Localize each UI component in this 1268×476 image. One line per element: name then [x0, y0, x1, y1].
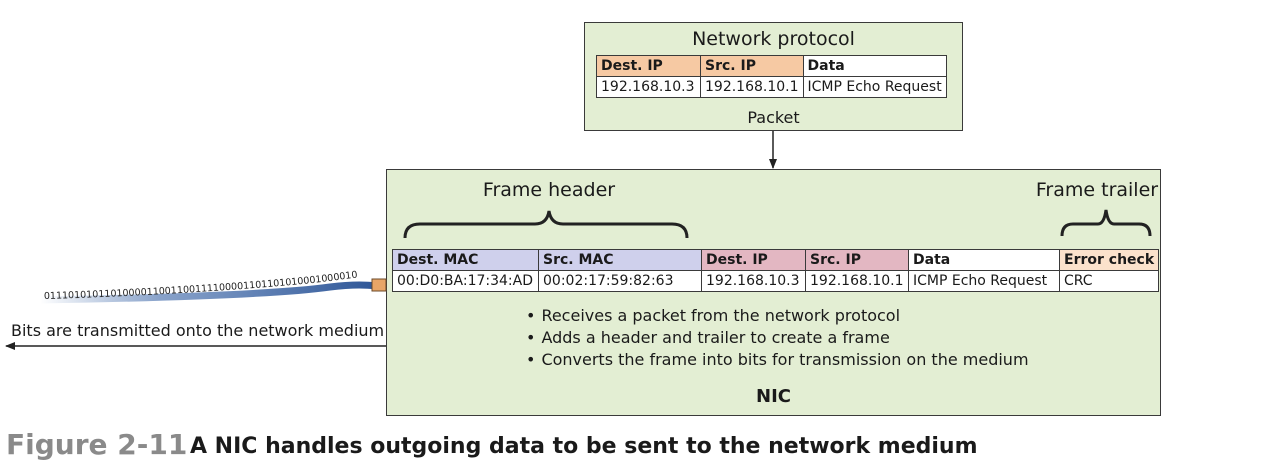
packet-label: Packet: [747, 108, 800, 127]
frame-src-mac: 00:02:17:59:82:63: [538, 270, 702, 292]
figure-caption: A NIC handles outgoing data to be sent t…: [190, 434, 978, 459]
frame-trailer-brace: [1060, 209, 1152, 237]
nic-box: [386, 169, 1161, 416]
nic-bullet: Receives a packet from the network proto…: [526, 305, 1029, 327]
packet-header-data: Data: [802, 55, 947, 77]
packet-data: ICMP Echo Request: [802, 76, 947, 98]
frame-data: ICMP Echo Request: [908, 270, 1060, 292]
figure-number: Figure 2-11: [6, 428, 188, 461]
packet-header-src-ip: Src. IP: [700, 55, 804, 77]
packet-dest-ip: 192.168.10.3: [596, 76, 701, 98]
nic-bullet: Adds a header and trailer to create a fr…: [526, 327, 1029, 349]
frame-header-data: Data: [908, 249, 1060, 271]
frame-header-brace: [403, 210, 689, 239]
packet-table: Dest. IP Src. IP Data 192.168.10.3 192.1…: [596, 55, 947, 98]
frame-header-dest-mac: Dest. MAC: [392, 249, 539, 271]
packet-src-ip: 192.168.10.1: [700, 76, 804, 98]
frame-src-ip: 192.168.10.1: [805, 270, 909, 292]
frame-header-label: Frame header: [482, 179, 616, 201]
network-protocol-title: Network protocol: [692, 28, 855, 50]
frame-dest-mac: 00:D0:BA:17:34:AD: [392, 270, 539, 292]
medium-label: Bits are transmitted onto the network me…: [11, 321, 385, 340]
nic-bullet: Converts the frame into bits for transmi…: [526, 349, 1028, 371]
nic-label: NIC: [756, 386, 791, 407]
cable-connector: [371, 278, 387, 292]
frame-dest-ip: 192.168.10.3: [701, 270, 806, 292]
frame-header-dest-ip: Dest. IP: [701, 249, 806, 271]
frame-header-src-mac: Src. MAC: [538, 249, 702, 271]
network-cable: [36, 281, 380, 304]
nic-bullet-list: Receives a packet from the network proto…: [526, 305, 1029, 371]
frame-error-check: CRC: [1058, 270, 1160, 292]
frame-trailer-label: Frame trailer: [1035, 179, 1159, 201]
frame-table: Dest. MAC Src. MAC Dest. IP Src. IP Data…: [392, 249, 1160, 292]
